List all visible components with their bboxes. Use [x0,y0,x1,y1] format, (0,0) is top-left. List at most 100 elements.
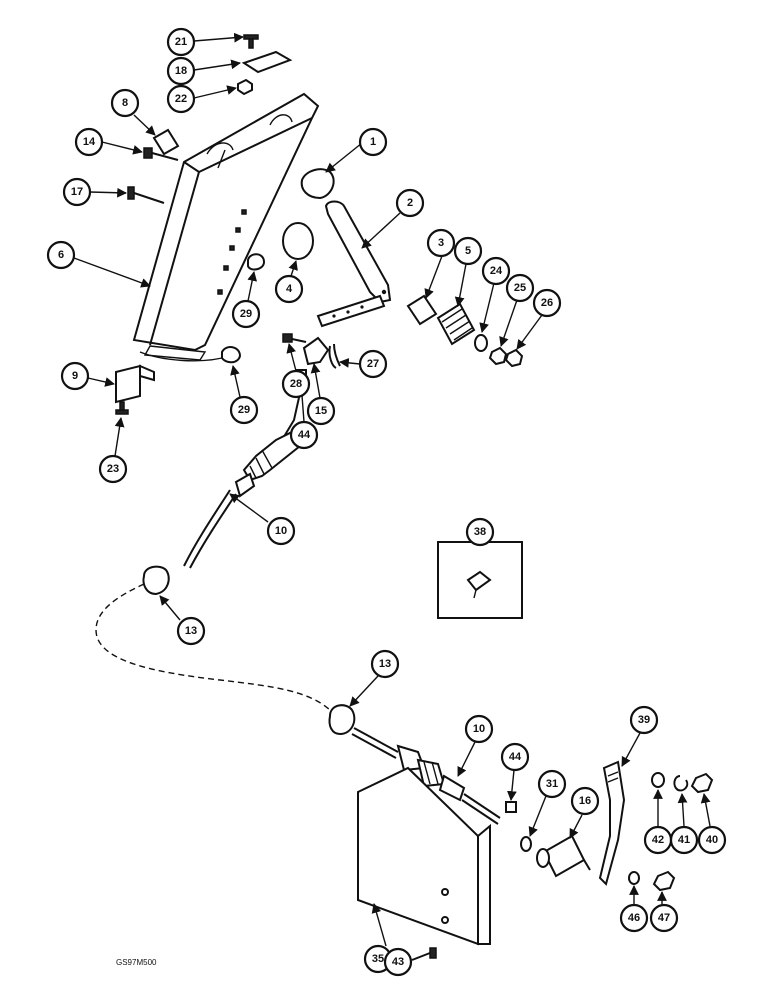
callout-label-47: 47 [658,912,670,924]
callout-29-lower: 29 [229,395,259,425]
callout-27: 27 [358,349,388,379]
callout-label-8: 8 [122,97,128,109]
callout-label-22: 22 [175,93,187,105]
callout-5: 5 [453,236,483,266]
callout-23: 23 [98,454,128,484]
grommet-part-13-lower [328,704,356,736]
grommet-part-13-upper [142,565,170,596]
callout-label-14: 14 [83,136,96,148]
lock-washer-part-41 [673,775,689,792]
callout-24: 24 [481,256,511,286]
callout-label-4: 4 [286,283,293,295]
callout-label-2: 2 [407,197,413,209]
pin-part-8 [152,128,180,156]
callout-label-10-upper: 10 [275,525,287,537]
callout-25: 25 [505,273,535,303]
callout-42: 42 [643,825,673,855]
callout-14: 14 [74,127,104,157]
cylinder-part-16 [536,834,591,878]
callout-label-29-lower: 29 [238,404,250,416]
callout-8: 8 [110,88,140,118]
bracket-part-9 [115,364,155,404]
callout-label-43-upper: 44 [298,429,311,441]
callout-label-24: 24 [490,265,503,277]
callout-18: 18 [166,56,196,86]
drawing-code: GS97M500 [116,958,157,967]
callout-44-circle: 43 [383,947,413,977]
clevis-part-15 [302,336,330,366]
console-panel-part-6 [132,92,320,362]
screw-part-23 [115,401,129,415]
callout-39: 39 [629,705,659,735]
callout-label-9: 9 [72,370,78,382]
callout-label-3: 3 [438,237,444,249]
callout-label-44: 43 [392,956,404,968]
grommet-part-29-lower [221,346,242,364]
callout-6: 6 [46,240,76,270]
bolt-part-28 [282,333,307,343]
bolt-part-14 [143,147,179,161]
callout-label-41: 41 [678,834,690,846]
callout-22: 22 [166,84,196,114]
callout-21: 21 [166,27,196,57]
callout-29-upper: 29 [231,299,261,329]
callout-17: 17 [62,177,92,207]
callout-label-40: 40 [706,834,718,846]
leader-lines [73,32,711,967]
sleeve-part-3 [406,294,438,326]
washer-part-42 [651,772,665,788]
callout-label-15: 15 [315,405,327,417]
washer-part-46 [628,871,640,885]
callout-15: 15 [306,396,336,426]
callout-label-16: 16 [579,795,591,807]
callout-label-29-upper: 29 [240,308,252,320]
callout-13-upper: 13 [176,616,206,646]
callout-label-27: 27 [367,358,379,370]
callout-label-35: 35 [372,953,384,965]
callout-26: 26 [532,288,562,318]
callout-label-18: 18 [175,65,187,77]
bolt-part-17 [127,186,165,204]
cotter-pin-part-27 [328,343,341,369]
callout-1: 1 [358,127,388,157]
callout-label-25: 25 [514,282,526,294]
bolt-part-44 [411,947,437,961]
callout-46: 46 [619,903,649,933]
callout-label-21: 21 [175,36,187,48]
callout-label-1: 1 [370,136,376,148]
grommet-part-29-upper [247,253,266,271]
callout-label-46: 46 [628,912,640,924]
callout-label-42: 42 [652,834,664,846]
callout-label-43-lower: 44 [509,751,522,763]
callout-47: 47 [649,903,679,933]
knob-part-1 [300,168,335,200]
callout-label-13-lower: 13 [379,658,391,670]
callout-label-39: 39 [638,714,650,726]
nut-part-43-lower [505,801,517,813]
part-illustrations [95,34,714,961]
nut-part-26 [504,348,524,368]
inset-detail-part-38 [437,541,523,619]
callout-10-lower: 10 [464,714,494,744]
callout-41: 41 [669,825,699,855]
callout-31: 31 [537,769,567,799]
nut-part-22 [237,78,253,96]
washer-part-31 [520,836,532,852]
callouts: 21 18 22 8 14 17 6 1 2 3 5 24 25 26 4 29… [46,27,727,974]
callout-3: 3 [426,228,456,258]
callout-label-26: 26 [541,297,553,309]
mounting-bracket-part-35 [357,766,491,946]
callout-label-5: 5 [465,245,471,257]
nut-part-47 [652,870,676,892]
callout-label-28: 28 [290,378,302,390]
callout-43-lower: 44 [500,742,530,772]
callout-label-13-upper: 13 [185,625,197,637]
callout-10-upper: 10 [266,516,296,546]
lever-arm-part-2 [316,200,392,328]
cable-part-10-lower [351,727,501,825]
plate-part-18 [241,50,293,74]
bolt-part-40 [690,772,714,794]
nut-part-25 [488,346,508,366]
washer-part-24 [474,334,488,352]
